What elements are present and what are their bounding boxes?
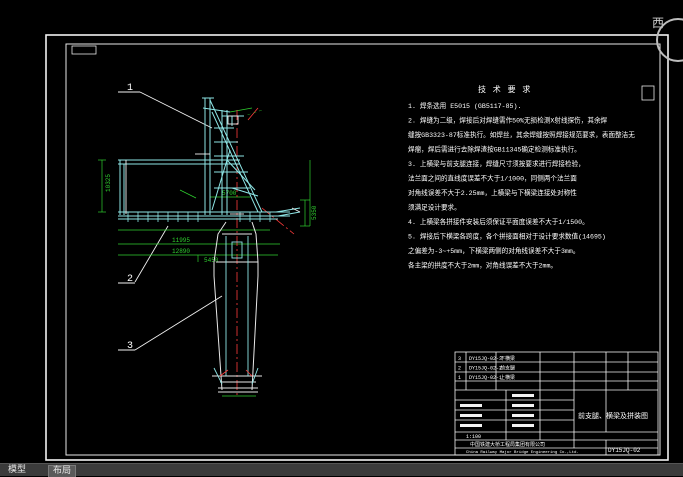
callout-mark [247, 107, 259, 121]
centerline [236, 110, 295, 398]
upper-beam [118, 97, 301, 220]
company-name-en: China Railway Major Bridge Engineering C… [466, 450, 579, 455]
company-name: 中国铁建大桥工程局集团有限公司 [470, 441, 545, 448]
parts-cell-code: DY15JQ-02-3 [469, 356, 502, 362]
leader-line-3 [134, 295, 223, 351]
inner-frame [65, 43, 661, 456]
parts-cell-no: 3 [458, 356, 461, 362]
note-line: 各主梁的拱度不大于2mm，对角线误差不大于2mm。 [408, 261, 557, 270]
note-line: 对角线误差不大于2.25mm，上横梁与下横梁连接处对称性 [408, 188, 577, 197]
layout-tab-bar: 模型 布局 [0, 463, 683, 477]
parts-cell-name: 前支腿 [500, 365, 515, 372]
dim-label-top: — — — [246, 107, 264, 118]
parts-cell-name: 上横梁 [500, 374, 515, 381]
leader-line-1 [139, 91, 213, 129]
note-line: 之偏差为-3~+5mm，下横梁两侧的对角线误差不大于3mm。 [408, 246, 579, 255]
note-line: 焊瘤，焊后需进行去除焊渣按GB11345确定检测标准执行。 [408, 145, 581, 154]
outer-frame [45, 34, 669, 461]
scale-text: 1:100 [466, 434, 481, 440]
balloon-1: 1 [127, 83, 133, 94]
tab-model[interactable]: 模型 [8, 465, 27, 475]
lower-leg-inner [213, 236, 259, 385]
balloon-3: 3 [127, 341, 133, 352]
dim-label: 5450 [204, 257, 219, 264]
parts-cell-code: DY15JQ-02-2 [469, 366, 502, 372]
parts-cell-name: 下横梁 [500, 355, 515, 362]
notes-body: 1. 焊条选用 E5015 (GB5117-85). 2. 焊缝为二级，焊接后对焊… [408, 101, 635, 270]
note-line: 法兰面之间的直线度误差不大于1/1000，同侧两个法兰面 [408, 174, 577, 183]
dim-label: 5350 [311, 205, 318, 220]
note-line: 缝按GB3323-87标准执行。如焊丝，其余焊缝按照焊接规范要求，表面整洁无 [408, 130, 635, 139]
dim-label: 10325 [105, 174, 112, 192]
notes-heading: 技 术 要 求 [478, 84, 531, 95]
note-line: 1. 焊条选用 E5015 (GB5117-85). [408, 101, 521, 110]
parts-cell-no: 1 [458, 375, 461, 381]
title-block-frame [454, 351, 659, 456]
dim-label: 11995 [172, 237, 190, 244]
tab-layout[interactable]: 布局 [48, 465, 77, 477]
girder-stiffeners [127, 212, 271, 222]
dimension-lines [98, 107, 311, 397]
base-markers [219, 369, 253, 377]
note-line: 2. 焊缝为二级，焊接后对焊缝需作50%无损检测X射线探伤，其余焊 [408, 116, 608, 125]
corner-mark [71, 45, 97, 55]
dim-label: 5700 [222, 190, 237, 197]
dim-label: 12890 [172, 248, 190, 255]
parts-cell-no: 2 [458, 366, 461, 372]
balloon-2: 2 [127, 274, 133, 285]
note-line: 4. 上横梁各拼接件安装后须保证平面度误差不大于1/1500。 [408, 217, 589, 226]
drawing-title: 前支腿、横梁及拼装图 [578, 411, 648, 421]
corner-mark [641, 85, 655, 101]
drawing-number: DY15JQ-02 [608, 447, 641, 454]
structure-details [125, 115, 301, 215]
note-line: 须满足设计要求。 [408, 203, 461, 212]
note-line: 3. 上横梁与前支腿连接，焊缝尺寸须按要求进行焊接检验， [408, 159, 585, 168]
leader-line-2 [134, 225, 169, 283]
parts-cell-code: DY15JQ-02-1 [469, 375, 502, 381]
note-line: 5. 焊接后下横梁各跨度，各个拼接面相对于设计要求数值(14695) [408, 232, 606, 241]
title-block-marks [460, 394, 534, 427]
